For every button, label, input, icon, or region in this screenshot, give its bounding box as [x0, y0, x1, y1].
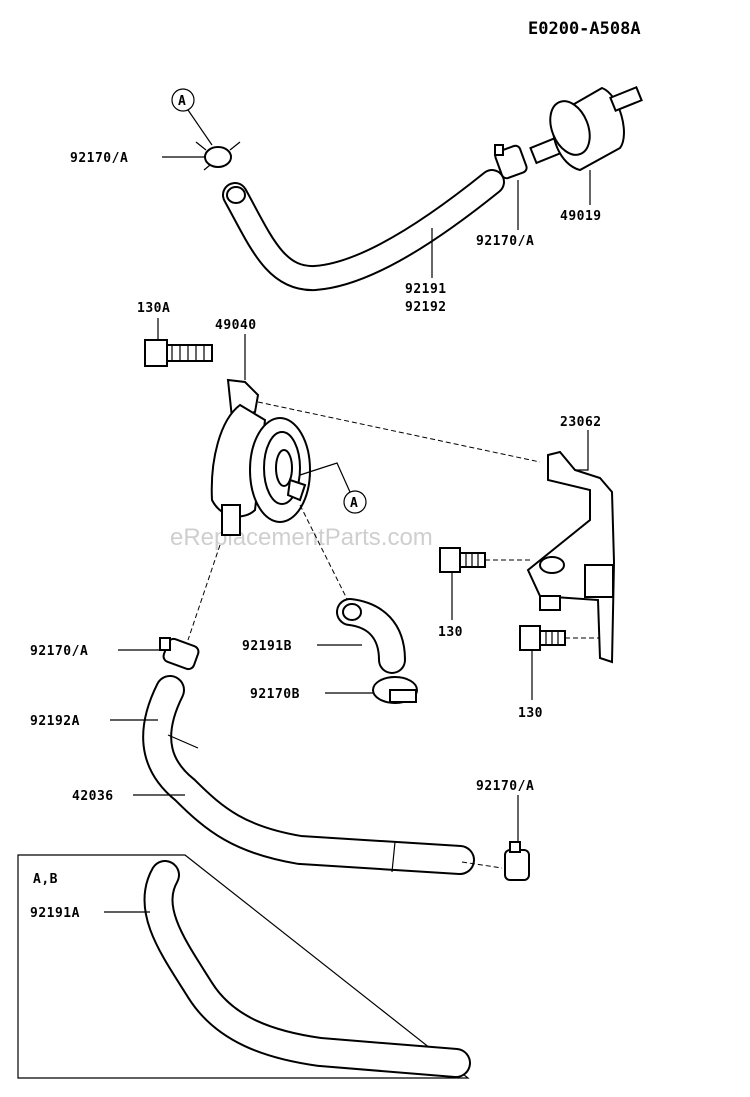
callout-a-top: A — [171, 88, 213, 146]
label-clamp-bottom: 92170/A — [476, 779, 534, 794]
bolt-130-lower[interactable] — [519, 625, 566, 651]
elbow-hose[interactable] — [336, 598, 406, 674]
label-bracket: 23062 — [560, 415, 602, 430]
callout-a-middle: A — [299, 462, 367, 514]
label-hose-lower: 42036 — [72, 789, 114, 804]
hose-top[interactable] — [222, 169, 505, 291]
bracket-23062[interactable] — [526, 450, 616, 664]
bolt-130a[interactable] — [144, 339, 213, 367]
label-clamp-top-left: 92170/A — [70, 151, 128, 166]
label-clamp-pump: 92170/A — [30, 644, 88, 659]
diagram-code: E0200-A508A — [528, 19, 641, 39]
label-bolt-upper: 130 — [438, 625, 463, 640]
label-clamp-top-right: 92170/A — [476, 234, 534, 249]
label-hose-top-2: 92192 — [405, 300, 447, 315]
clamp-top-right[interactable] — [494, 144, 528, 180]
bolt-130-upper[interactable] — [439, 547, 486, 573]
fuel-pump[interactable] — [210, 378, 311, 536]
label-bolt-lower: 130 — [518, 706, 543, 721]
clamp-top-left[interactable] — [195, 141, 241, 171]
fuel-filter[interactable] — [529, 85, 643, 172]
callout-a-top-letter: A — [178, 94, 186, 109]
clamp-bottom[interactable] — [504, 841, 530, 881]
label-hose-top-1: 92191 — [405, 282, 447, 297]
clamp-pump-outlet[interactable] — [159, 637, 200, 671]
label-bolt-pump: 130A — [137, 301, 170, 316]
label-elbow-clamp: 92170B — [250, 687, 300, 702]
elbow-clamp[interactable] — [372, 676, 418, 704]
inset-title: A,B — [33, 872, 58, 887]
label-fuel-filter: 49019 — [560, 209, 602, 224]
hose-lower[interactable] — [142, 675, 475, 875]
label-elbow-hose: 92191B — [242, 639, 292, 654]
label-hose-lower-top: 92192A — [30, 714, 80, 729]
callout-a-middle-letter: A — [350, 496, 358, 511]
inset-hose[interactable] — [143, 860, 471, 1078]
label-inset-hose: 92191A — [30, 906, 80, 921]
label-fuel-pump: 49040 — [215, 318, 257, 333]
inset-box — [17, 854, 470, 1079]
watermark: eReplacementParts.com — [170, 524, 433, 551]
